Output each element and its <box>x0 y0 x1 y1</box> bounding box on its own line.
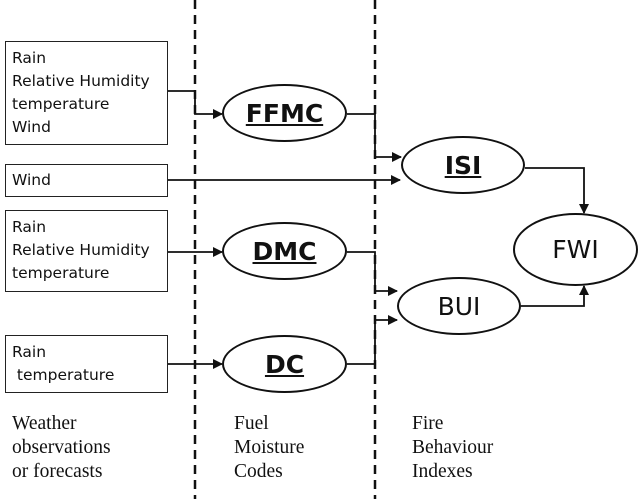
column-label-line: observations <box>12 437 111 458</box>
fwi-node: FWI <box>513 213 638 286</box>
column-label-weather: Weather observations or forecasts <box>12 412 111 484</box>
column-label-fire: Fire Behaviour Indexes <box>412 412 493 484</box>
column-label-line: Fuel <box>234 413 269 434</box>
input-label: Rain <box>12 343 47 361</box>
arrow-dmc-to-bui <box>347 251 398 296</box>
column-label-line: Indexes <box>412 461 473 482</box>
arrow-weather-to-ffmc <box>168 90 223 119</box>
dc-label: DC <box>264 349 305 379</box>
input-box-weather-1: Rain Relative Humidity temperature Wind <box>5 41 168 145</box>
column-label-fuel: Fuel Moisture Codes <box>234 412 304 484</box>
input-label: Wind <box>12 118 51 136</box>
input-label: temperature <box>12 95 110 113</box>
isi-label: ISI <box>444 150 482 180</box>
arrow-isi-to-fwi <box>525 167 589 214</box>
fwi-label: FWI <box>552 235 599 264</box>
column-label-line: Moisture <box>234 437 305 458</box>
arrow-dc-to-bui <box>347 315 398 365</box>
ffmc-label: FFMC <box>245 98 324 128</box>
input-box-weather-3: Rain Relative Humidity temperature <box>5 210 168 292</box>
input-label: temperature <box>12 264 110 282</box>
column-label-line: Codes <box>234 461 283 482</box>
input-label: Rain <box>12 218 47 236</box>
input-box-weather-4: Rain temperature <box>5 335 168 393</box>
dc-node: DC <box>222 335 347 393</box>
bui-node: BUI <box>397 277 521 335</box>
column-label-line: or forecasts <box>12 461 103 482</box>
input-box-wind: Wind <box>5 164 168 197</box>
dmc-label: DMC <box>252 236 317 266</box>
bui-label: BUI <box>437 291 481 321</box>
column-label-line: Fire <box>412 413 444 434</box>
input-label: Relative Humidity <box>12 241 150 259</box>
column-label-line: Weather <box>12 413 77 434</box>
input-label: Rain <box>12 49 47 67</box>
dmc-node: DMC <box>222 222 347 280</box>
input-label: Relative Humidity <box>12 72 150 90</box>
arrow-bui-to-fwi <box>521 285 589 307</box>
ffmc-node: FFMC <box>222 84 347 142</box>
input-label: Wind <box>12 171 51 189</box>
arrow-ffmc-to-isi <box>347 113 402 162</box>
column-label-line: Behaviour <box>412 437 494 458</box>
input-label: temperature <box>12 366 115 384</box>
isi-node: ISI <box>401 136 525 194</box>
